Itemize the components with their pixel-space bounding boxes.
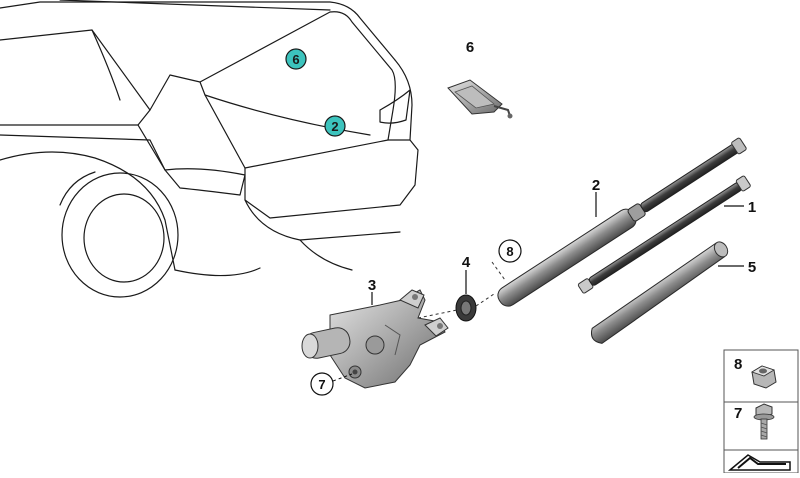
fastener-legend: 8 7 <box>723 349 799 474</box>
part-4-label: 4 <box>462 254 471 271</box>
part-6-label: 6 <box>466 39 474 56</box>
orientation-arrow-icon <box>727 454 791 471</box>
part-2-gas-strut[interactable] <box>494 135 748 310</box>
part-3-label: 3 <box>368 277 376 294</box>
part-5-label: 5 <box>748 259 756 276</box>
part-1-label: 1 <box>748 199 756 216</box>
car-rear-illustration <box>0 0 419 298</box>
part-5-cover-tube[interactable] <box>586 239 734 346</box>
svg-text:2: 2 <box>331 119 338 134</box>
part-8-callout[interactable]: 8 <box>498 239 522 263</box>
hex-nut-icon <box>751 365 777 389</box>
part-1-rod[interactable] <box>577 175 751 294</box>
legend-item-8-number: 8 <box>734 356 742 373</box>
svg-text:7: 7 <box>318 377 325 392</box>
legend-item-7-number: 7 <box>734 405 742 422</box>
car-callout-6[interactable]: 6 <box>285 48 307 70</box>
part-2-label: 2 <box>592 177 600 194</box>
svg-text:6: 6 <box>292 52 299 67</box>
car-callout-2[interactable]: 2 <box>324 115 346 137</box>
assembly-guide-lines <box>417 261 506 319</box>
hex-bolt-icon <box>753 403 775 440</box>
part-6-sensor[interactable] <box>447 79 513 119</box>
svg-text:8: 8 <box>506 244 513 259</box>
part-7-callout[interactable]: 7 <box>310 372 334 396</box>
part-3-drive-unit[interactable] <box>301 289 449 389</box>
part-4-grommet[interactable] <box>455 294 477 322</box>
